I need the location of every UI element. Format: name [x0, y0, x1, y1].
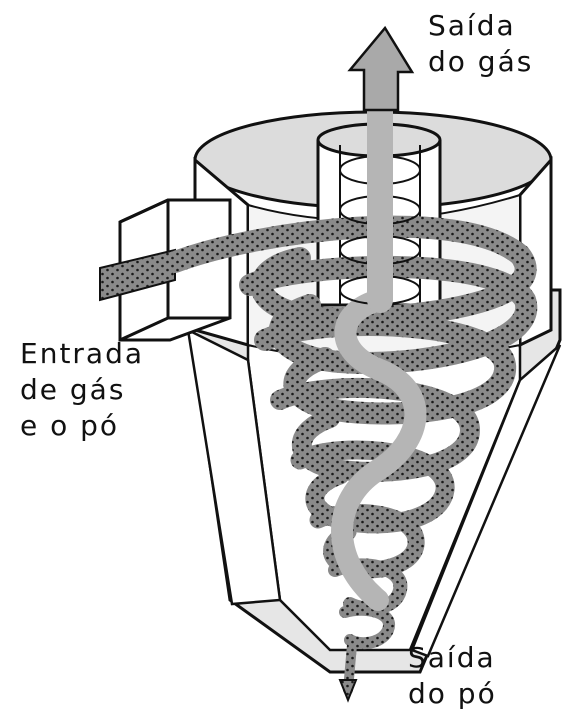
dust-outlet-label: Saída do pó	[408, 640, 497, 712]
dust-outlet-label-line-2: do pó	[408, 676, 497, 712]
gas-inlet-label-line-2: de gás	[20, 372, 144, 408]
gas-outlet-label: Saída do gás	[428, 8, 533, 80]
gas-outlet-arrow	[350, 28, 412, 110]
gas-outlet-label-line-2: do gás	[428, 44, 533, 80]
inlet-duct	[100, 200, 230, 340]
gas-inlet-label-line-3: e o pó	[20, 408, 144, 444]
dust-outlet-arrow	[340, 680, 356, 700]
dust-outlet-label-line-1: Saída	[408, 640, 497, 676]
gas-outlet-label-line-1: Saída	[428, 8, 533, 44]
gas-inlet-label-line-1: Entrada	[20, 336, 144, 372]
gas-inlet-label: Entrada de gás e o pó	[20, 336, 144, 444]
